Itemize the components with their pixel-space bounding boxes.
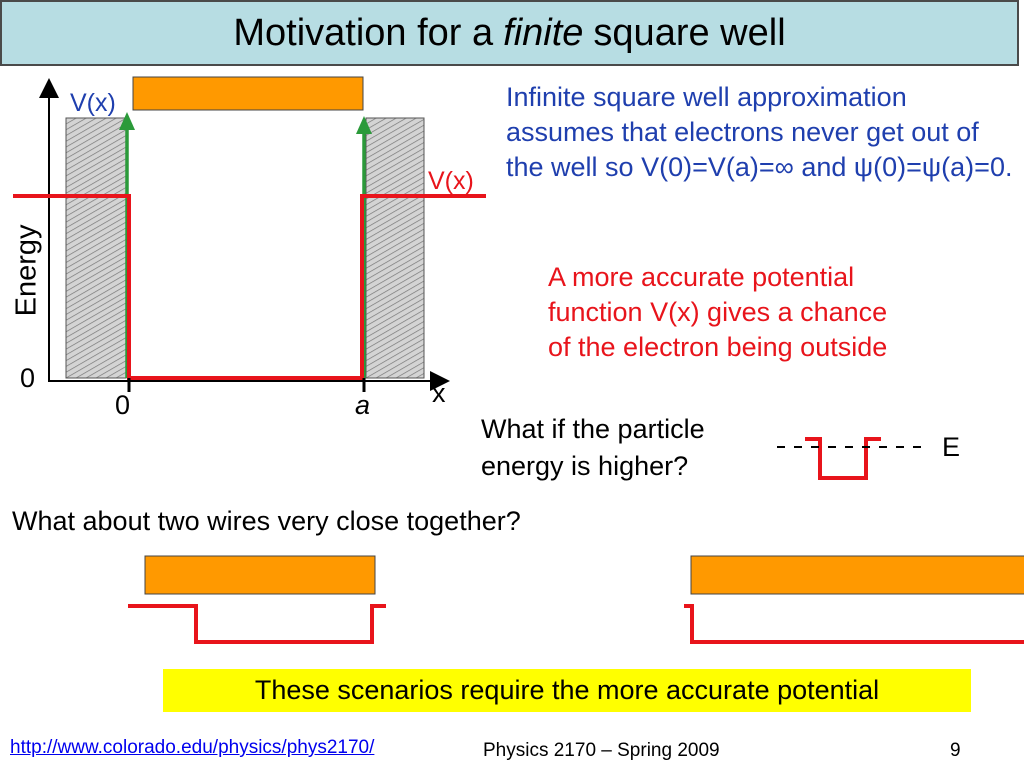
x-a-label: a xyxy=(355,390,371,420)
wire-bar-top xyxy=(132,76,364,111)
footer-course-label: Physics 2170 – Spring 2009 xyxy=(483,740,720,761)
accurate-line-2: function V(x) gives a chance xyxy=(548,297,888,327)
energy-zero-label: 0 xyxy=(20,363,36,393)
right-barrier-region xyxy=(365,117,425,379)
higher-energy-diagram xyxy=(777,437,924,480)
finite-potential-curve xyxy=(13,194,486,380)
title-text-pre: Motivation for a xyxy=(233,11,494,54)
small-well-potential xyxy=(805,437,881,480)
wire-bar-left xyxy=(144,555,376,595)
wire-bar-right xyxy=(690,555,1024,595)
vx-right-label: V(x) xyxy=(428,167,474,195)
left-barrier-region xyxy=(65,117,127,379)
energy-axis-label: Energy xyxy=(10,224,43,317)
left-wall-arrow-head xyxy=(119,112,135,130)
infinite-well-explanation: Infinite square well approximation assum… xyxy=(506,82,1013,182)
wire-variant-diagram xyxy=(684,555,1024,644)
title-text-emphasis: finite xyxy=(503,11,584,54)
x-zero-label: 0 xyxy=(115,390,131,420)
higher-energy-question: What if the particle energy is higher? xyxy=(481,411,705,485)
title-text-post: square well xyxy=(593,11,786,54)
accurate-line-3: of the electron being outside xyxy=(548,332,888,362)
accurate-potential-explanation: A more accurate potential function V(x) … xyxy=(548,260,1018,365)
finite-well-diagram xyxy=(13,76,486,392)
slide-title: Motivation for a finite square well xyxy=(0,0,1019,66)
two-wires-question: What about two wires very close together… xyxy=(12,506,521,536)
energy-level-label: E xyxy=(942,432,961,462)
accurate-line-1: A more accurate potential xyxy=(548,262,855,292)
vx-left-label: V(x) xyxy=(70,89,116,117)
course-website-link[interactable]: http://www.colorado.edu/physics/phys2170… xyxy=(10,737,375,758)
higher-line-2: energy is higher? xyxy=(481,451,689,481)
two-wires-potential-right xyxy=(684,604,1024,644)
right-wall-arrow-head xyxy=(356,116,372,134)
two-wires-potential-left xyxy=(128,604,386,644)
conclusion-callout: These scenarios require the more accurat… xyxy=(163,669,971,712)
higher-line-1: What if the particle xyxy=(481,414,705,444)
slide-page-number: 9 xyxy=(950,740,961,761)
two-wires-diagram xyxy=(128,555,386,644)
x-axis-label: x xyxy=(432,378,446,408)
